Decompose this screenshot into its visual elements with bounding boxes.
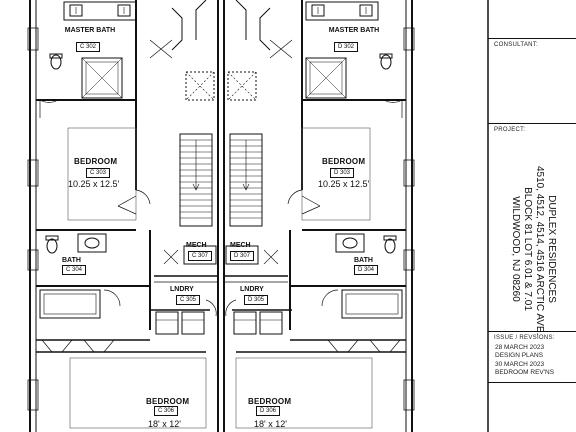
room-code-bedroom-right: D 303: [330, 168, 355, 178]
title-block-divider: [488, 382, 576, 383]
title-block-divider: [488, 38, 576, 39]
room-label-bath-left: BATH: [62, 257, 81, 264]
room-label-master-bath-left: MASTER BATH: [64, 27, 116, 34]
revision-date: 28 MARCH 2023: [495, 344, 545, 351]
room-code-lndry-right: D 305: [244, 295, 269, 305]
room-code-bath-left: C 304: [62, 265, 87, 275]
consultant-label: CONSULTANT:: [494, 42, 539, 48]
room-dims-bedroom-2-right: 18' x 12': [254, 419, 287, 429]
revision-description: BEDROOM REV'NS: [495, 369, 555, 376]
project-line: BLOCK 81 LOT 6.01 & 7.01: [522, 187, 533, 311]
title-block-divider: [488, 331, 576, 332]
room-code-bedroom-2-right: D 306: [256, 406, 281, 416]
room-code-lndry-left: C 305: [176, 295, 201, 305]
revision-date: 30 MARCH 2023: [495, 361, 545, 368]
project-line: 4510, 4512, 4514, 4516 ARCTIC AVE.: [534, 166, 545, 336]
title-block-divider: [488, 123, 576, 124]
project-label: PROJECT:: [494, 127, 526, 133]
room-dims-bedroom-left: 10.25 x 12.5': [68, 179, 120, 189]
room-label-bedroom-2-right: BEDROOM: [248, 397, 292, 406]
room-code-bedroom-left: C 303: [86, 168, 111, 178]
room-dims-bedroom-right: 10.25 x 12.5': [318, 179, 370, 189]
room-dims-bedroom-2-left: 18' x 12': [148, 419, 181, 429]
room-code-master-bath-right: D 302: [334, 42, 359, 52]
project-line: WILDWOOD, NJ 08260: [510, 196, 521, 302]
room-label-mech-left: MECH: [186, 242, 207, 249]
room-code-mech-right: D 307: [230, 251, 255, 261]
revision-description: DESIGN PLANS: [495, 352, 544, 359]
room-code-bath-right: D 304: [354, 265, 379, 275]
room-code-mech-left: C 307: [188, 251, 213, 261]
room-label-bedroom-left: BEDROOM: [74, 157, 118, 166]
room-code-bedroom-2-left: C 306: [154, 406, 179, 416]
room-label-lndry-right: LNDRY: [240, 286, 264, 293]
issue-revisions-label: ISSUE / REVSIONS:: [494, 335, 555, 341]
room-label-bath-right: BATH: [354, 257, 373, 264]
room-label-bedroom-2-left: BEDROOM: [146, 397, 190, 406]
room-code-master-bath-left: C 302: [76, 42, 101, 52]
room-label-bedroom-right: BEDROOM: [322, 157, 366, 166]
room-label-mech-right: MECH: [230, 242, 251, 249]
project-line: DUPLEX RESIDENCES: [546, 195, 557, 303]
room-label-master-bath-right: MASTER BATH: [328, 27, 380, 34]
project-description: DUPLEX RESIDENCES 4510, 4512, 4514, 4516…: [509, 166, 557, 336]
room-label-lndry-left: LNDRY: [170, 286, 194, 293]
